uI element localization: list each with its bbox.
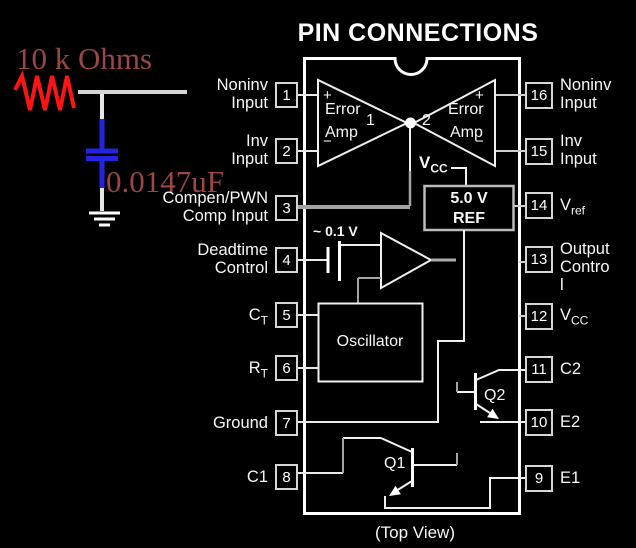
pin-11-number: 11 [531, 361, 547, 378]
pin-11-box: 11 [525, 356, 553, 383]
pin-12-number: 12 [530, 308, 548, 325]
pin-wires-left [297, 94, 439, 474]
q2-label: Q2 [484, 387, 506, 404]
pin-6-label: RT [248, 359, 268, 381]
ref-ground-wire [437, 230, 465, 421]
pin-8-label: C1 [246, 468, 268, 486]
pin-3-number: 3 [282, 199, 291, 217]
pin-1-box: 1 [275, 82, 298, 108]
pin-7-number: 7 [282, 414, 291, 432]
pin-14-number: 14 [530, 197, 548, 214]
capacitor-symbol [86, 94, 118, 211]
amp2-number: 2 [422, 112, 431, 129]
capacitor-value-label: 0.0147uF [106, 164, 224, 199]
vcc-internal-label: VCC [419, 153, 448, 176]
ref-box-label: 5.0 V REF [450, 190, 488, 227]
pin-12-label: VCC [560, 306, 589, 328]
pin-10-box: 10 [525, 409, 553, 436]
pin-4-box: 4 [275, 247, 298, 273]
pin-10-label: E2 [560, 413, 581, 431]
pin-14-label: Vref [560, 196, 586, 218]
pin-10-number: 10 [530, 414, 548, 431]
amp2-minus-sign: − [475, 133, 484, 150]
oscillator-to-comparator-wire [357, 277, 381, 303]
pin-7-box: 7 [275, 410, 298, 436]
amp2-plus-sign: + [475, 87, 484, 104]
resistor-value-label: 10 k Ohms [16, 41, 153, 76]
error-amp-triangles [317, 78, 496, 168]
amp1-minus-sign: − [323, 133, 332, 150]
pin-13-number: 13 [530, 251, 548, 268]
pin-16-number: 16 [530, 87, 548, 104]
oscillator-box-outline [317, 302, 424, 383]
pin-wires-right [496, 94, 525, 317]
pin-8-box: 8 [275, 464, 298, 490]
ref-box-outline [423, 184, 515, 232]
amp2-label-line1: Error [448, 101, 484, 118]
q2-transistor [456, 369, 525, 423]
oscillator-label: Oscillator [336, 333, 404, 350]
pin-15-number: 15 [530, 143, 548, 160]
deadtime-offset-label: ~ 0.1 V [313, 223, 358, 239]
pin-2-number: 2 [282, 142, 291, 160]
pin-12-box: 12 [525, 303, 553, 330]
pin-9-box: 9 [525, 465, 553, 492]
amp1-plus-sign: + [323, 87, 332, 104]
pin-9-number: 9 [534, 470, 544, 487]
pin-2-box: 2 [275, 138, 298, 164]
pin-8-number: 8 [282, 468, 291, 486]
top-view-caption: (Top View) [375, 523, 455, 542]
pin-13-box: 13 [525, 246, 553, 273]
pin-9-label: E1 [560, 469, 581, 487]
pin-14-box: 14 [525, 192, 553, 219]
pin-7-label: Ground [212, 414, 268, 432]
error-amp-output-node [405, 117, 416, 129]
q2-emitter-arrow [487, 408, 499, 419]
capacitor-blue-parts [86, 119, 118, 188]
pin-3-box: 3 [275, 195, 298, 221]
comparator-triangle [380, 231, 434, 290]
pin-5-label: CT [248, 306, 268, 328]
amp1-label-line1: Error [325, 101, 361, 118]
error-amp-2-triangle [411, 78, 496, 168]
resistor-zigzag [13, 70, 76, 111]
q1-emitter-arrow [389, 485, 401, 496]
ground-symbol [89, 211, 120, 227]
amp1-number: 1 [366, 112, 375, 129]
ic-outline [303, 57, 521, 515]
pin-16-box: 16 [525, 82, 553, 109]
pin-5-number: 5 [282, 306, 291, 324]
pin-5-box: 5 [275, 302, 298, 328]
pin-6-number: 6 [282, 359, 291, 377]
pin-1-number: 1 [282, 86, 291, 104]
amp1-label-line2: Amp [325, 124, 358, 141]
amp2-label-line2: Amp [450, 124, 483, 141]
pin-4-number: 4 [282, 251, 291, 269]
error-amp-1-triangle [317, 78, 410, 168]
battery-symbol [326, 241, 341, 281]
pin-15-box: 15 [525, 138, 553, 165]
q1-label: Q1 [384, 455, 406, 472]
pin-6-box: 6 [275, 355, 298, 381]
q1-transistor [342, 437, 525, 509]
pin-11-label: C2 [560, 360, 582, 378]
page-title: PIN CONNECTIONS [297, 19, 539, 47]
vcc-wire [451, 167, 467, 186]
